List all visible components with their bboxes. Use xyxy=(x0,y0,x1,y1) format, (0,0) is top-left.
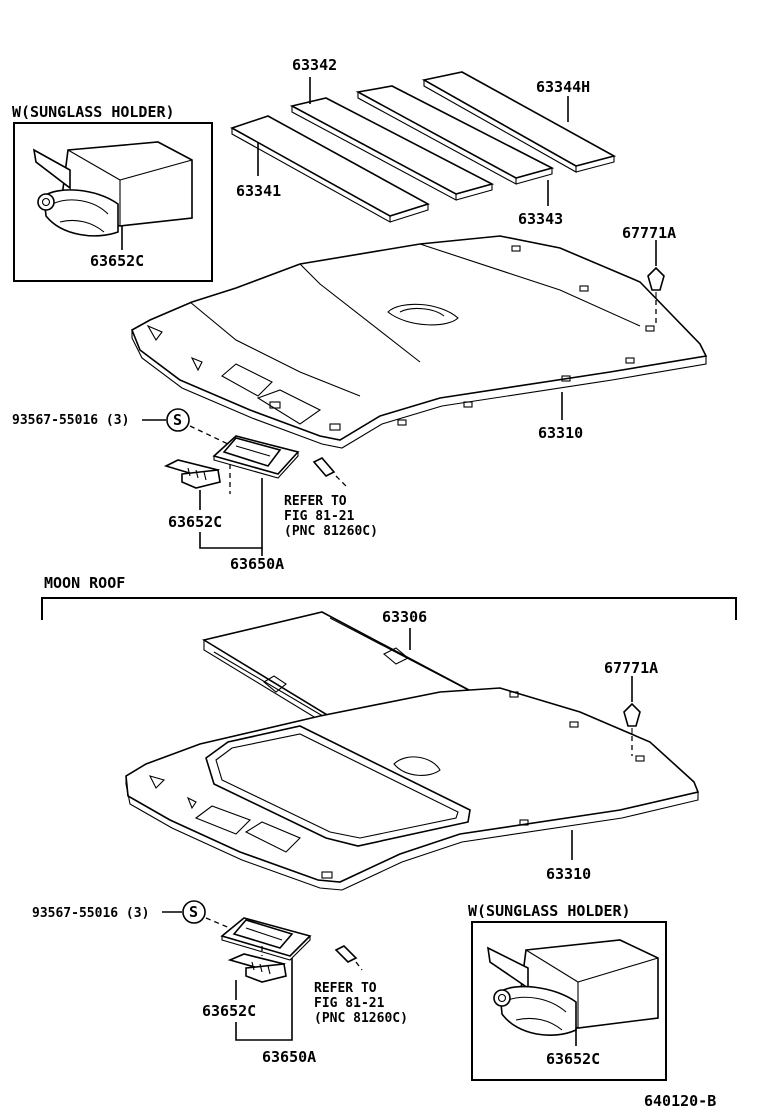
moonroof-bracket xyxy=(41,597,737,620)
top-refer-line3: (PNC 81260C) xyxy=(284,524,378,539)
moonroof-headliner xyxy=(125,687,700,891)
label-63306: 63306 xyxy=(382,608,427,626)
moonroof-inset-holder-drawing xyxy=(486,939,659,1036)
top-refer-line2: FIG 81-21 xyxy=(284,509,355,524)
top-inset-frame xyxy=(13,122,213,282)
moonroof-holder-63652C xyxy=(227,953,287,983)
top-refer-line1: REFER TO xyxy=(284,494,347,509)
label-63344H: 63344H xyxy=(536,78,590,96)
label-moonroof-63652C: 63652C xyxy=(202,1002,256,1020)
moonroof-screw-letter: S xyxy=(189,903,198,921)
top-sunglass-inset: W(SUNGLASS HOLDER) 63652C xyxy=(12,103,213,282)
top-inset-title: W(SUNGLASS HOLDER) xyxy=(12,103,175,121)
label-63343: 63343 xyxy=(518,210,563,228)
label-top-screw: 93567-55016 (3) xyxy=(12,413,129,428)
top-headliner xyxy=(130,235,708,449)
label-63341: 63341 xyxy=(236,182,281,200)
pad-63341 xyxy=(230,115,431,217)
label-top-67771A: 67771A xyxy=(622,224,676,242)
label-moonroof-63310: 63310 xyxy=(546,865,591,883)
moonroof-clip-67771A xyxy=(623,702,641,756)
top-inset-holder-drawing xyxy=(32,141,193,237)
moonroof-bulb xyxy=(334,945,363,971)
moonroof-refer-line3: (PNC 81260C) xyxy=(314,1011,408,1026)
moonroof-refer-line2: FIG 81-21 xyxy=(314,996,385,1011)
moonroof-inset-title: W(SUNGLASS HOLDER) xyxy=(468,902,631,920)
moonroof-inset-part: 63652C xyxy=(546,1050,600,1068)
moonroof-lamp-63650A xyxy=(220,917,312,961)
bracket-moonroof-63650A xyxy=(235,958,293,1041)
label-moonroof-63650A: 63650A xyxy=(262,1048,316,1066)
label-63342: 63342 xyxy=(292,56,337,74)
moonroof-screw-symbol xyxy=(182,900,206,924)
label-top-63652C: 63652C xyxy=(168,513,222,531)
label-moonroof-screw: 93567-55016 (3) xyxy=(32,906,149,921)
moonroof-sunglass-inset: W(SUNGLASS HOLDER) 63652C xyxy=(468,902,667,1081)
label-top-63650A: 63650A xyxy=(230,555,284,573)
top-holder-63652C xyxy=(163,459,221,489)
label-top-63310: 63310 xyxy=(538,424,583,442)
moonroof-title: MOON ROOF xyxy=(44,574,125,592)
bracket-top-63650A xyxy=(199,478,263,549)
moonroof-refer-line1: REFER TO xyxy=(314,981,377,996)
top-screw-letter: S xyxy=(173,411,182,429)
label-moonroof-67771A: 67771A xyxy=(604,659,658,677)
top-inset-part: 63652C xyxy=(90,252,144,270)
moonroof-inset-frame xyxy=(471,921,667,1081)
top-lamp-63650A xyxy=(212,435,300,479)
top-screw-symbol xyxy=(166,408,190,432)
moonroof-screw-dash xyxy=(205,917,245,935)
top-clip-67771A xyxy=(647,266,665,326)
figure-code: 640120-B xyxy=(644,1092,716,1110)
top-bulb xyxy=(312,457,347,487)
top-screw-dash xyxy=(189,425,229,445)
top-pads xyxy=(230,71,617,223)
